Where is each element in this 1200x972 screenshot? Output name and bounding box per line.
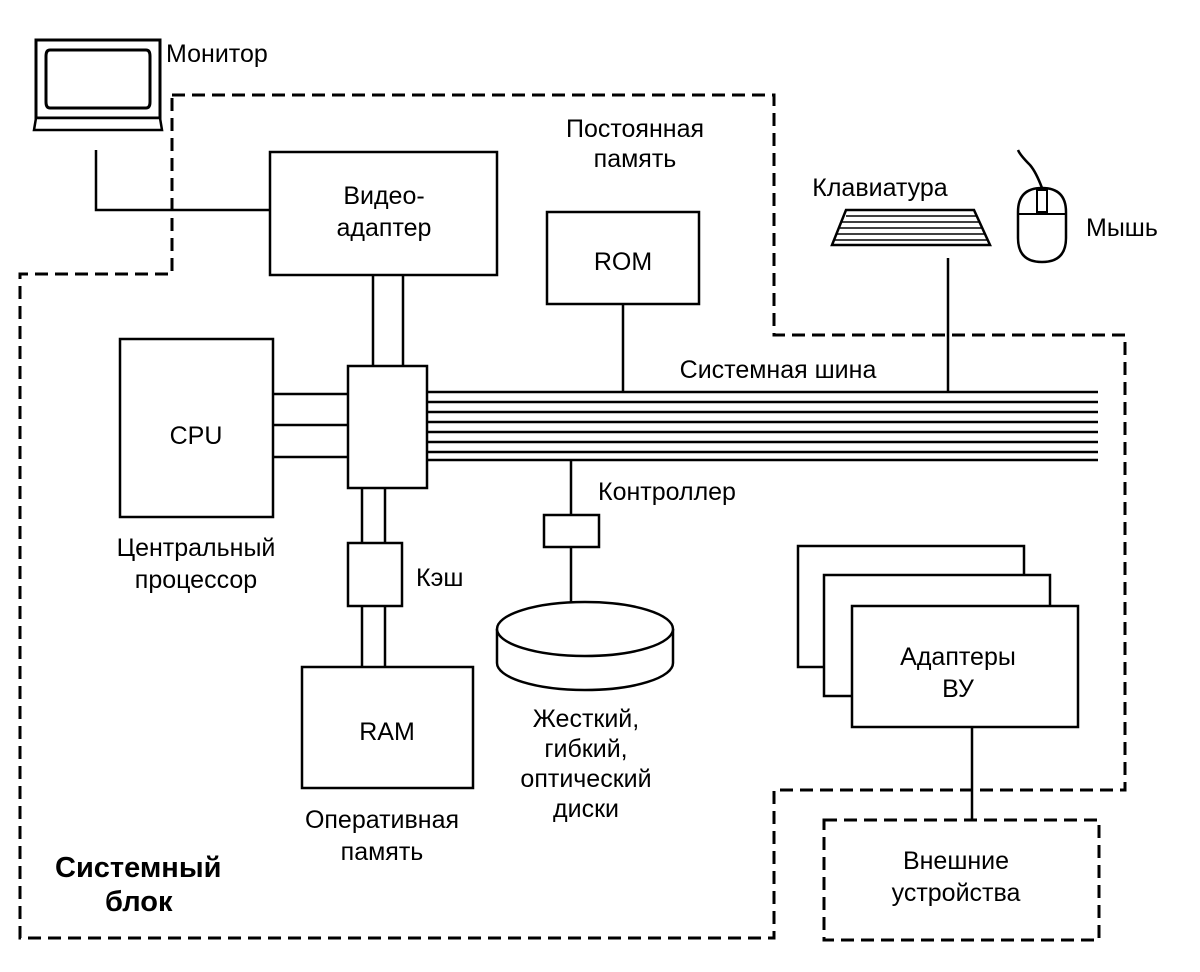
disks-caption-1: Жесткий, <box>533 705 639 733</box>
adapters-label-1: Адаптеры <box>900 643 1016 671</box>
keyboard-icon <box>830 208 992 247</box>
cpu-box <box>118 337 275 519</box>
controller-label: Контроллер <box>598 478 736 506</box>
system-unit-boundary <box>18 93 1127 940</box>
monitor-cable <box>94 150 270 212</box>
mouse-icon <box>1016 149 1068 264</box>
adapters-label-2: ВУ <box>942 675 974 703</box>
disk-icon <box>495 600 675 692</box>
external-devices-label-2: устройства <box>892 879 1021 907</box>
rom-caption-2: память <box>594 145 677 173</box>
cache-box <box>346 541 404 608</box>
system-bus-lines <box>427 390 1098 462</box>
monitor-icon <box>32 38 164 132</box>
keyboard-label: Клавиатура <box>812 174 948 202</box>
external-devices-label-1: Внешние <box>903 847 1009 875</box>
chipset-box <box>346 364 429 490</box>
controller-box <box>542 513 601 549</box>
disks-caption-2: гибкий, <box>544 735 627 763</box>
rom-box <box>545 210 701 306</box>
ram-caption-2: память <box>341 838 424 866</box>
mouse-label: Мышь <box>1086 214 1158 242</box>
system-bus-label: Системная шина <box>680 356 877 384</box>
external-devices-boundary <box>822 818 1101 942</box>
video-adapter-label-1: Видео- <box>343 182 424 210</box>
cpu-caption-1: Центральный <box>117 534 276 562</box>
cache-label: Кэш <box>416 564 463 592</box>
ram-label: RAM <box>359 718 415 746</box>
rom-label: ROM <box>594 248 652 276</box>
system-unit-title-1: Системный <box>55 852 221 884</box>
disks-caption-3: оптический <box>520 765 651 793</box>
cpu-caption-2: процессор <box>135 566 257 594</box>
monitor-label: Монитор <box>166 40 268 68</box>
video-adapter-box <box>268 150 499 277</box>
ram-caption-1: Оперативная <box>305 806 459 834</box>
adapter-card-front <box>850 604 1080 729</box>
cpu-label: CPU <box>170 422 223 450</box>
ram-box <box>300 665 475 790</box>
system-unit-title-2: блок <box>105 886 173 918</box>
rom-caption-1: Постоянная <box>566 115 704 143</box>
video-adapter-label-2: адаптер <box>337 214 432 242</box>
disks-caption-4: диски <box>553 795 619 823</box>
